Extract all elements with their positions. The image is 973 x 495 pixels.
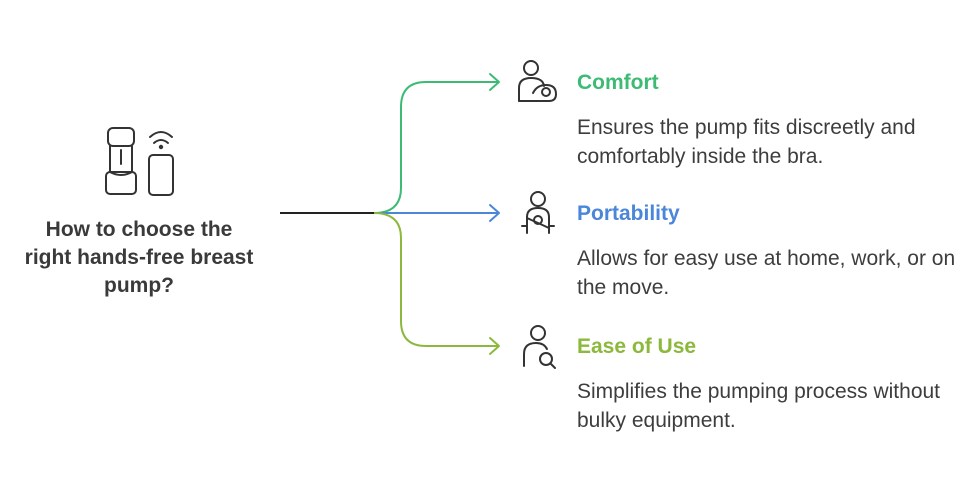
person-with-baby-icon xyxy=(523,325,556,369)
portability-arrowhead xyxy=(489,204,500,222)
comfort-connector xyxy=(373,81,498,214)
comfort-description: Ensures the pump fits discreetly and com… xyxy=(577,116,916,168)
ease-connector xyxy=(373,212,498,347)
comfort-title: Comfort xyxy=(577,71,659,94)
mother-holding-baby-icon xyxy=(518,60,557,102)
ease-of-use-description: Simplifies the pumping process without b… xyxy=(577,380,941,432)
ease-of-use-title: Ease of Use xyxy=(577,335,697,358)
wearable-pump-icon xyxy=(105,127,137,195)
portability-title: Portability xyxy=(577,202,680,225)
person-carrying-baby-icon xyxy=(521,191,555,234)
comfort-arrowhead xyxy=(489,73,500,91)
root-question: How to choose the right hands-free breas… xyxy=(24,218,254,297)
ease-arrowhead xyxy=(489,337,500,355)
wireless-device-icon xyxy=(148,131,174,196)
portability-description: Allows for easy use at home, work, or on… xyxy=(577,247,956,299)
